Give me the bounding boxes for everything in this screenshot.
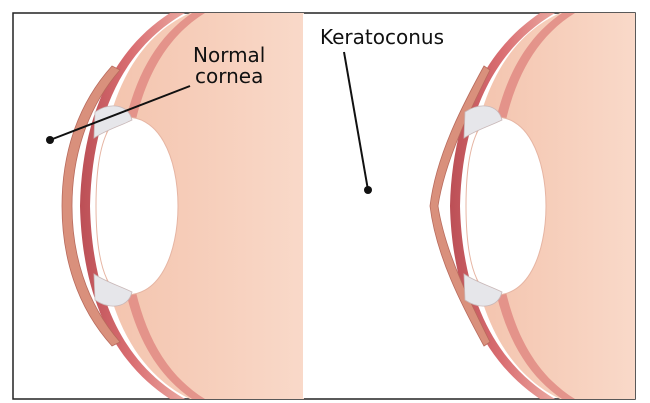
normal-cornea-leader-dot [46, 136, 54, 144]
keratoconus-leader-dot [364, 186, 372, 194]
panel-divider [303, 14, 305, 398]
keratoconus-label: Keratoconus [320, 25, 444, 49]
normal-cornea-label-line2: cornea [195, 64, 263, 88]
